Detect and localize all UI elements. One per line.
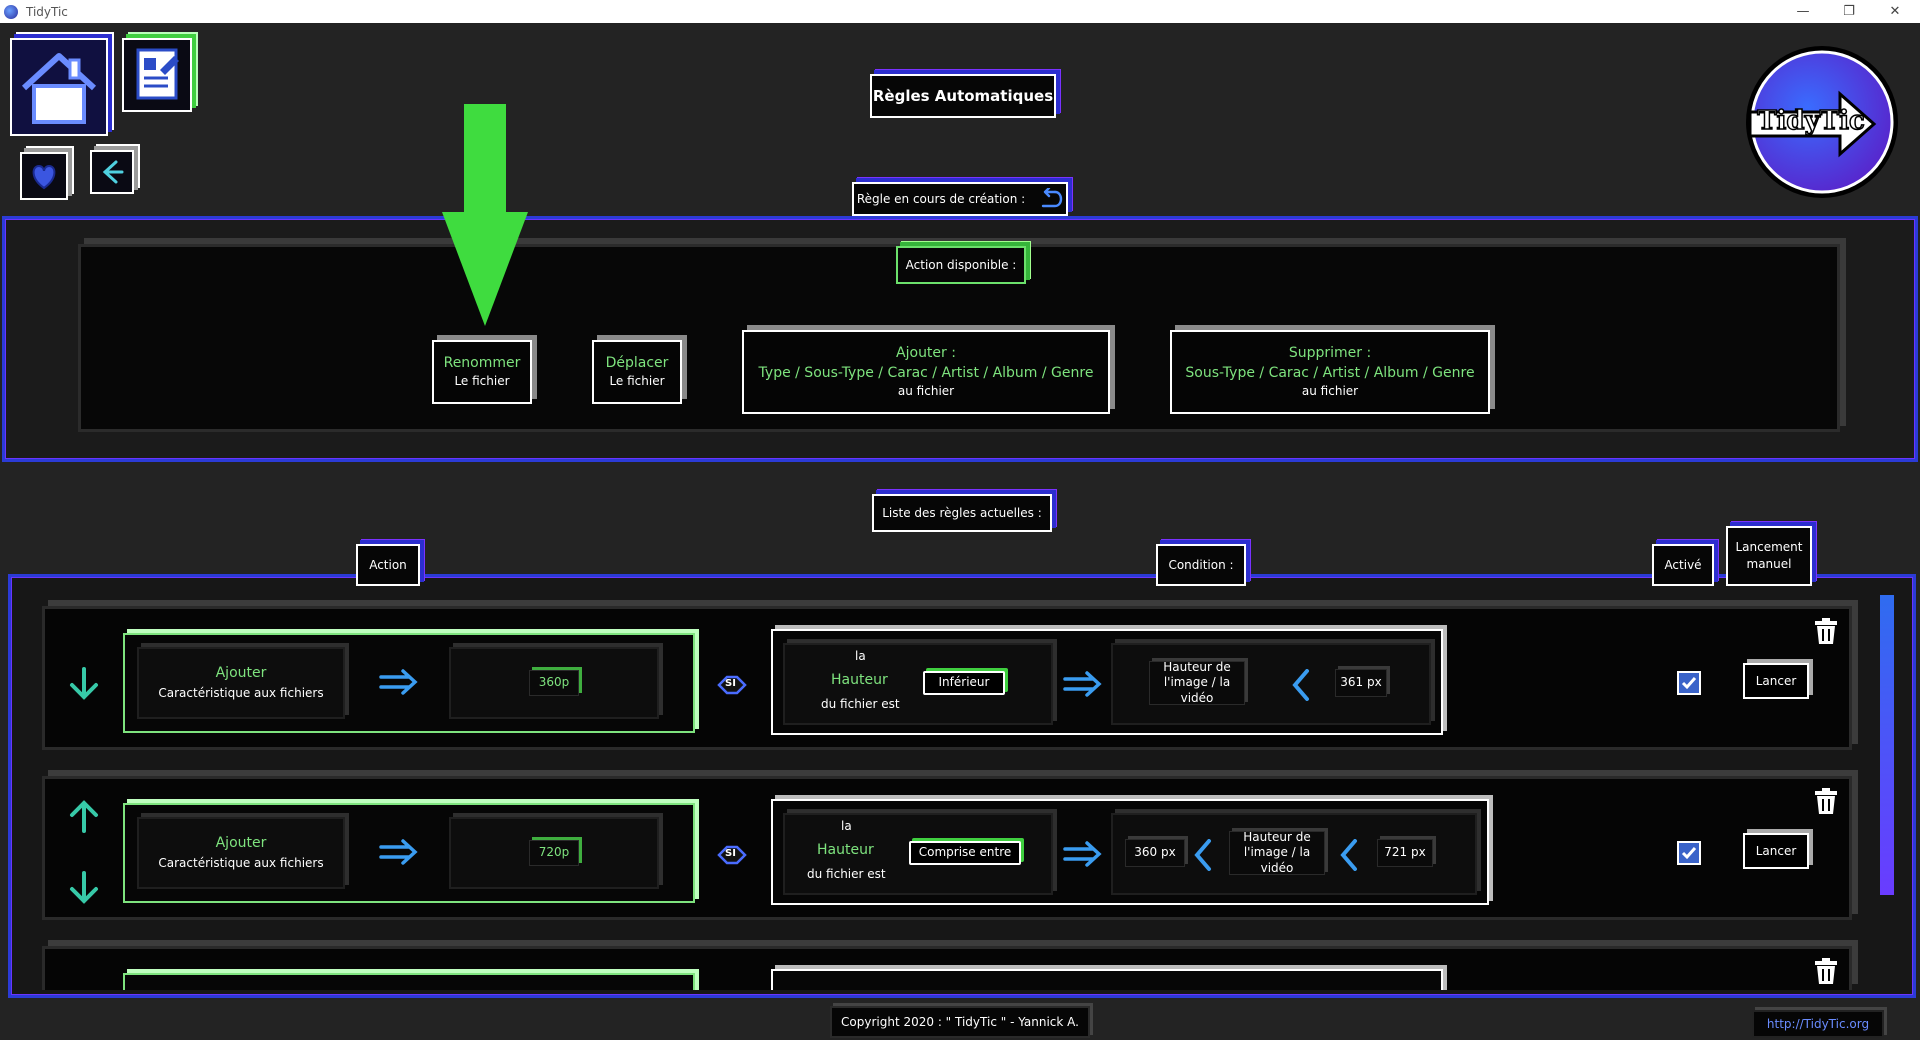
column-header-active: Activé <box>1652 544 1714 586</box>
back-arrow-icon <box>102 160 124 184</box>
rules-list-label: Liste des règles actuelles : <box>872 494 1052 532</box>
condition-operator[interactable]: Comprise entre <box>909 841 1021 865</box>
rule-condition-group: la Hauteur du fichier est Comprise entre… <box>771 799 1489 905</box>
rule-value-cell[interactable]: 360p <box>449 647 659 719</box>
chevron-left-icon <box>1194 839 1211 871</box>
maximize-button[interactable]: ❐ <box>1843 4 1855 19</box>
condition-subject-cell[interactable]: la Hauteur du fichier est Comprise entre <box>783 813 1053 895</box>
arrow-down-icon[interactable] <box>67 667 101 701</box>
double-arrow-right-icon <box>379 669 418 695</box>
double-arrow-right-icon <box>1063 671 1102 697</box>
condition-property: Hauteur <box>817 842 874 858</box>
rule-row: Ajouter Caractéristique aux fichiers 720… <box>42 776 1852 920</box>
undo-icon[interactable] <box>1035 188 1063 210</box>
condition-operator[interactable]: Inférieur <box>923 671 1005 695</box>
arrow-down-icon[interactable] <box>67 871 101 905</box>
rule-condition-group: la Hauteur du fichier est Inférieur Haut… <box>771 629 1443 735</box>
arrow-up-icon[interactable] <box>67 799 101 833</box>
edit-rules-button[interactable] <box>122 38 192 112</box>
chevron-left-icon <box>1292 669 1309 701</box>
close-button[interactable]: ✕ <box>1889 4 1901 19</box>
limit-value: 721 px <box>1377 839 1433 867</box>
rule-value-cell[interactable]: 720p <box>449 817 659 889</box>
value-badge: 720p <box>529 840 579 866</box>
column-header-condition: Condition : <box>1156 544 1246 586</box>
copyright: Copyright 2020 : " TidyTic " - Yannick A… <box>830 1006 1090 1038</box>
trash-icon[interactable] <box>1813 617 1839 645</box>
chevron-left-icon <box>1340 839 1357 871</box>
heart-icon <box>32 164 56 190</box>
website-link[interactable]: http://TidyTic.org <box>1752 1010 1884 1038</box>
condition-property: Hauteur <box>831 672 888 688</box>
page-title: Règles Automatiques <box>870 74 1056 118</box>
rules-scrollbar[interactable] <box>1880 595 1894 895</box>
launch-button[interactable]: Lancer <box>1743 833 1809 869</box>
si-badge-icon <box>717 675 747 695</box>
low-value: 360 px <box>1125 839 1185 867</box>
launch-button[interactable]: Lancer <box>1743 663 1809 699</box>
double-arrow-right-icon <box>379 839 418 865</box>
trash-icon[interactable] <box>1813 957 1839 985</box>
si-label: SI <box>725 678 736 689</box>
value-badge: 360p <box>529 670 579 696</box>
home-icon <box>21 53 97 124</box>
rule-creation-label: Règle en cours de création : <box>852 182 1068 216</box>
condition-subject-cell[interactable]: la Hauteur du fichier est Inférieur <box>783 643 1053 725</box>
available-actions-label: Action disponible : <box>896 246 1026 284</box>
active-checkbox[interactable] <box>1677 841 1701 865</box>
app-icon <box>4 4 18 19</box>
window-title: TidyTic <box>26 4 68 19</box>
rule-row <box>42 946 1852 990</box>
tidytic-logo: TidyTic <box>1742 42 1902 202</box>
limit-value: 361 px <box>1335 669 1387 697</box>
window-titlebar: TidyTic — ❐ ✕ <box>0 0 1920 23</box>
active-checkbox[interactable] <box>1677 671 1701 695</box>
condition-la: la <box>841 819 852 833</box>
rule-condition-group <box>771 969 1443 990</box>
condition-tail: du fichier est <box>807 867 886 881</box>
condition-la: la <box>855 649 866 663</box>
rule-action-cell[interactable]: Ajouter Caractéristique aux fichiers <box>137 817 345 889</box>
si-label: SI <box>725 848 736 859</box>
rule-action-cell[interactable]: Ajouter Caractéristique aux fichiers <box>137 647 345 719</box>
checkbox-icon <box>1681 677 1697 690</box>
back-button[interactable] <box>90 150 134 194</box>
action-card-remove[interactable]: Supprimer : Sous-Type / Carac / Artist /… <box>1170 330 1490 414</box>
rule-action-group <box>123 973 695 990</box>
checkbox-icon <box>1681 847 1697 860</box>
rule-action-group: Ajouter Caractéristique aux fichiers 360… <box>123 633 695 733</box>
rule-action-group: Ajouter Caractéristique aux fichiers 720… <box>123 803 695 903</box>
home-button[interactable] <box>10 38 108 136</box>
column-header-action: Action <box>356 544 420 586</box>
si-badge-icon <box>717 845 747 865</box>
trash-icon[interactable] <box>1813 787 1839 815</box>
minimize-button[interactable]: — <box>1796 4 1810 19</box>
double-arrow-right-icon <box>1063 841 1102 867</box>
rule-row: Ajouter Caractéristique aux fichiers 360… <box>42 606 1852 750</box>
edit-document-icon <box>136 48 179 100</box>
favorites-button[interactable] <box>20 152 68 200</box>
condition-tail: du fichier est <box>821 697 900 711</box>
action-card-add[interactable]: Ajouter : Type / Sous-Type / Carac / Art… <box>742 330 1110 414</box>
green-down-arrow-annotation <box>442 104 528 326</box>
action-card-move[interactable]: Déplacer Le fichier <box>592 340 682 404</box>
action-card-rename[interactable]: Renommer Le fichier <box>432 340 532 404</box>
